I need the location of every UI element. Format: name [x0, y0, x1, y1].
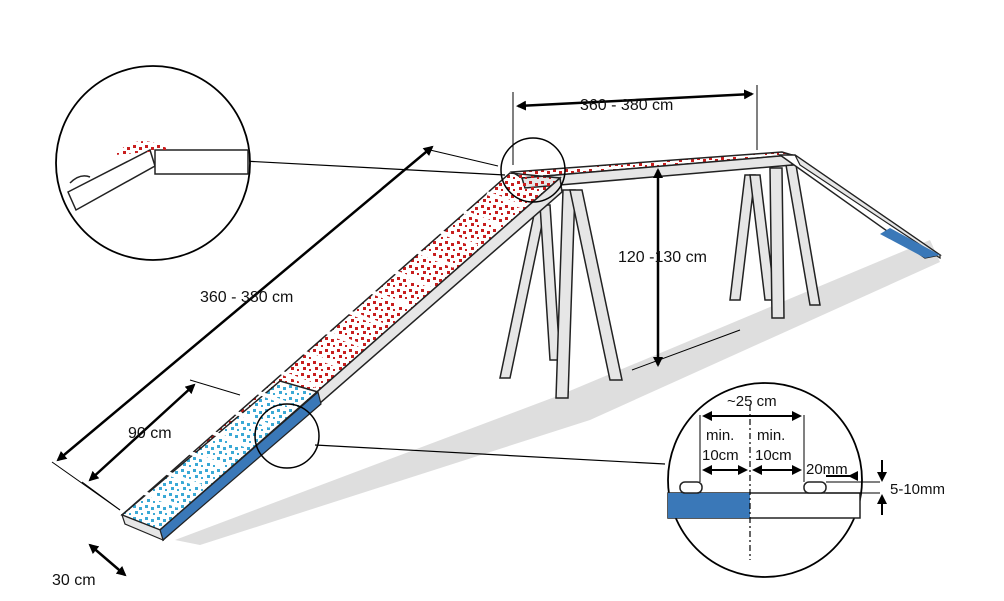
top-span-arrow	[516, 89, 754, 111]
right-ramp	[777, 154, 942, 260]
width-arrow	[88, 543, 127, 577]
min-right-line2: 10cm	[755, 447, 792, 464]
height-label: 120 -130 cm	[618, 249, 707, 266]
min-left-line1: min.	[706, 427, 734, 444]
top-span-label: 360 - 380 cm	[580, 97, 673, 114]
slat-width-label: 20mm	[806, 461, 848, 478]
contact-zone-arrow	[88, 383, 196, 482]
front-legs	[555, 189, 623, 399]
dimension-lines	[51, 85, 758, 577]
min-left-line2: 10cm	[702, 447, 739, 464]
apex-detail-callout	[55, 65, 566, 261]
width-label: 30 cm	[52, 572, 96, 589]
slat-height-label: 5-10mm	[890, 481, 945, 498]
ground-shadow	[175, 240, 940, 545]
slat-spacing-label: ~25 cm	[727, 393, 777, 410]
min-right-line1: min.	[757, 427, 785, 444]
slat-detail-callout	[254, 382, 887, 578]
contact-zone-label: 90 cm	[128, 425, 172, 442]
ramp-length-label: 360 - 380 cm	[200, 289, 293, 306]
